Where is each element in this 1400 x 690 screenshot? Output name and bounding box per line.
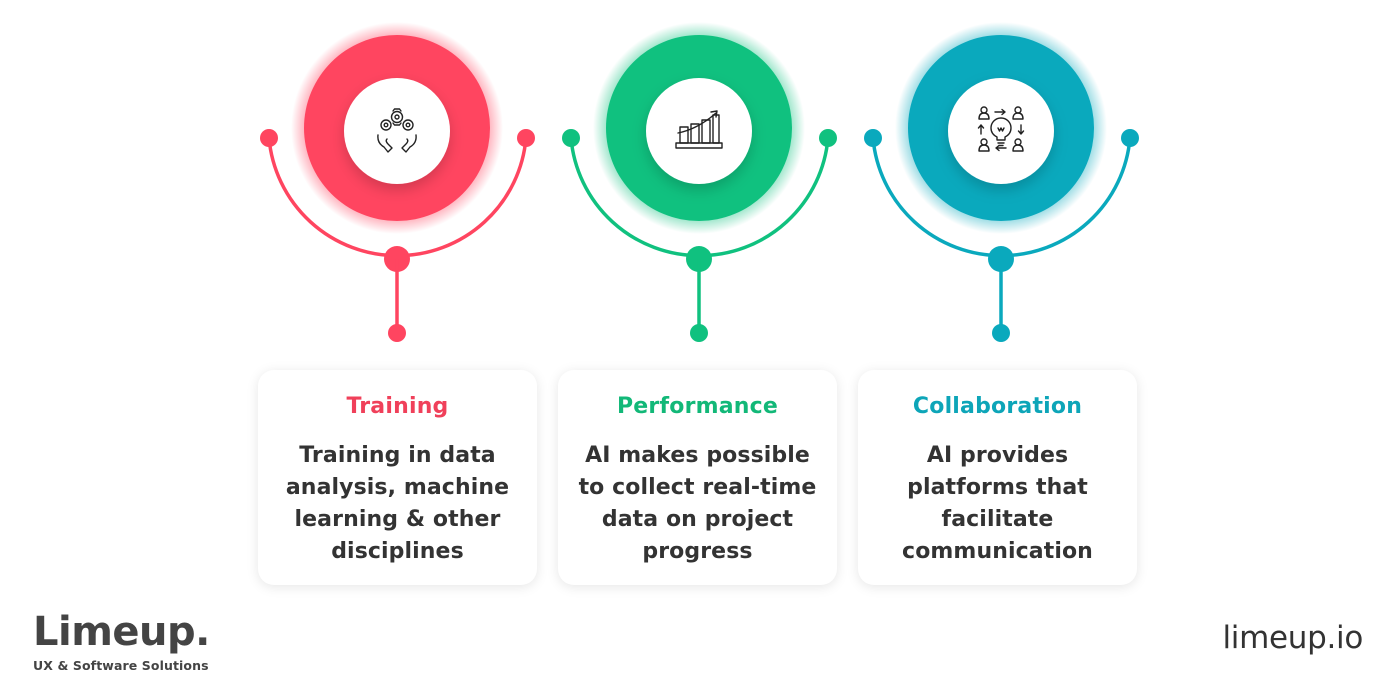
arc-endpoint-dot bbox=[819, 129, 837, 147]
stem-dot bbox=[690, 324, 708, 342]
card-description: Training in data analysis, machine learn… bbox=[285, 443, 510, 564]
brand-website: limeup.io bbox=[1222, 620, 1363, 656]
arc-endpoint-dot bbox=[864, 129, 882, 147]
step-1-graphic bbox=[260, 22, 535, 342]
card-title: Training bbox=[346, 394, 449, 419]
step-card-performance: Performance AI makes possible to collect… bbox=[558, 370, 837, 585]
step-card-training: Training Training in data analysis, mach… bbox=[258, 370, 537, 585]
stem-dot bbox=[992, 324, 1010, 342]
arc-endpoint-dot bbox=[562, 129, 580, 147]
step-3-graphic bbox=[864, 22, 1139, 342]
card-description: AI provides platforms that facilitate co… bbox=[902, 443, 1093, 564]
step-2-graphic bbox=[562, 22, 837, 342]
card-title: Performance bbox=[616, 394, 779, 419]
infographic-graphic bbox=[260, 22, 1139, 342]
hands-gears-icon bbox=[377, 108, 417, 153]
arc-endpoint-dot bbox=[1121, 129, 1139, 147]
card-description: AI makes possible to collect real-time d… bbox=[578, 443, 817, 564]
team-idea-icon bbox=[977, 106, 1025, 152]
brand-logo: Limeup. UX & Software Solutions bbox=[33, 610, 210, 673]
arc-endpoint-dot bbox=[260, 129, 278, 147]
growth-chart-icon bbox=[675, 110, 723, 149]
stem-dot bbox=[388, 324, 406, 342]
card-title: Collaboration bbox=[912, 394, 1083, 419]
arc-endpoint-dot bbox=[517, 129, 535, 147]
brand-tagline: UX & Software Solutions bbox=[33, 658, 209, 673]
step-card-collaboration: Collaboration AI provides platforms that… bbox=[858, 370, 1137, 585]
brand-name: Limeup. bbox=[33, 609, 210, 655]
